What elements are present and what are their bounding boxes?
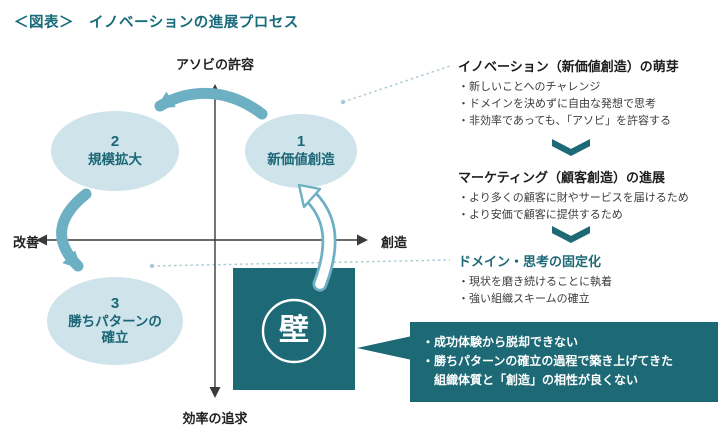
bullet-item: ・新しいことへのチャレンジ [458, 81, 601, 93]
wall-square [233, 268, 355, 390]
callout-pointer [357, 336, 412, 360]
arrow-node2-to-node3 [56, 188, 92, 272]
node-2-label: 規模拡大 [88, 151, 142, 167]
connector-dot [149, 263, 155, 269]
node-1-label: 新価値創造 [267, 151, 335, 167]
block-marketing: マーケティング（顧客創造）の進展 ・より多くの顧客に財やサービスを届けるため ・… [458, 167, 726, 224]
callout-box: ・成功体験から脱却できない ・勝ちパターンの確立の過程で築き上げてきた 組織体質… [410, 322, 718, 402]
callout-line: ・勝ちパターンの確立の過程で築き上げてきた [422, 354, 674, 368]
block-heading: ドメイン・思考の固定化 [458, 254, 602, 269]
axis-label-top: アソビの許容 [175, 57, 254, 72]
figure-title: ＜図表＞ イノベーションの進展プロセス [14, 15, 299, 31]
arrow-node1-to-node2 [154, 87, 268, 120]
dotted-connectors [151, 65, 451, 267]
bullet-item: ・現状を磨き続けることに執着 [458, 276, 612, 288]
axis-label-bottom: 効率の追求 [182, 411, 248, 426]
node-3-label: 勝ちパターンの確立 [68, 313, 162, 346]
node-2-number: 2 [110, 133, 120, 151]
bullet-item: ・ドメインを決めずに自由な発想で思考 [458, 98, 656, 110]
node1-ellipse [245, 114, 357, 188]
node-3: 3 勝ちパターンの確立 [47, 277, 183, 365]
block-heading: マーケティング（顧客創造）の進展 [458, 170, 665, 185]
connector-dot [340, 99, 346, 105]
callout-line: ・成功体験から脱却できない [422, 335, 579, 349]
node-1-number: 1 [296, 133, 306, 151]
axis-label-left: 改善 [12, 235, 39, 250]
callout-line: 組織体質と「創造」の相性が良くない [422, 373, 639, 387]
connector-node1-to-block1 [342, 65, 451, 103]
bullet-item: ・より安価で顧客に提供するため [458, 209, 623, 221]
bullet-item: ・より多くの顧客に財やサービスを届けるため [458, 192, 689, 204]
node2-ellipse [51, 111, 179, 191]
node-1: 1 新価値創造 [245, 114, 357, 188]
bullet-item: ・強い組織スキームの確立 [458, 293, 590, 305]
connector-wall-to-block3 [151, 259, 451, 267]
block-heading: イノベーション（新価値創造）の萌芽 [458, 59, 679, 74]
block-innovation: イノベーション（新価値創造）の萌芽 ・新しいことへのチャレンジ ・ドメインを決め… [458, 56, 726, 130]
wall-circle [261, 298, 327, 364]
arrow-wall-to-node1 [297, 183, 337, 292]
node3-ellipse [47, 277, 183, 365]
wall-label: 壁 [279, 314, 309, 347]
axis-label-right: 創造 [380, 235, 407, 250]
bullet-item: ・非効率であっても、「アソビ」を許容する [458, 115, 671, 127]
node-2: 2 規模拡大 [51, 111, 179, 191]
block-fixation: ドメイン・思考の固定化 ・現状を磨き続けることに執着 ・強い組織スキームの確立 [458, 251, 726, 308]
node-3-number: 3 [110, 294, 120, 312]
